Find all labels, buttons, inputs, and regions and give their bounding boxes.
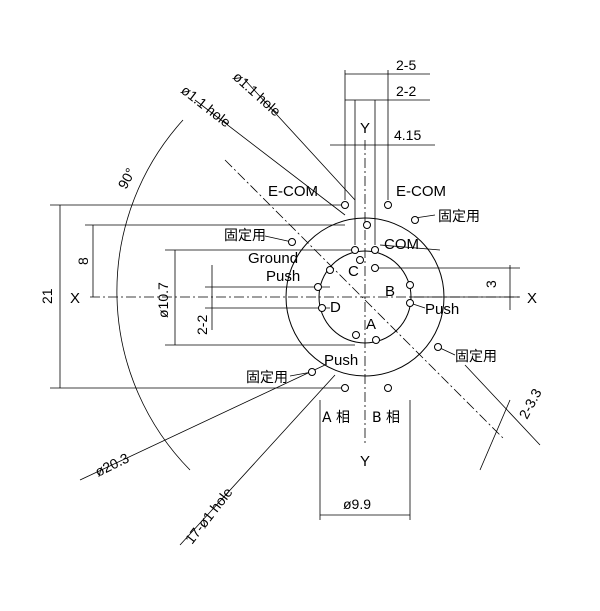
- label-dim-21: 21: [39, 288, 55, 304]
- diagonal-centerline: [224, 159, 506, 441]
- leader-fixed-top-right: [414, 214, 436, 219]
- fixing-hole: [411, 216, 419, 224]
- dim-2-3-3-line: [464, 364, 541, 446]
- label-dim-3: 3: [483, 280, 499, 288]
- label-com: COM: [384, 236, 419, 253]
- pin-hole: [352, 331, 360, 339]
- label-e-com-left: E-COM: [268, 183, 318, 200]
- label-x-left: X: [70, 290, 80, 307]
- pin-hole: [406, 281, 414, 289]
- pin-hole: [318, 304, 326, 312]
- fixing-hole: [308, 368, 316, 376]
- leader-fixed-right: [439, 347, 456, 356]
- label-dim-2-3-3: 2-3.3: [516, 386, 545, 422]
- pin-hole: [314, 283, 322, 291]
- label-hole-a: ø1.1 hole: [178, 82, 234, 131]
- label-hole-b: ø1.1 hole: [230, 68, 284, 119]
- label-y-top: Y: [360, 120, 370, 137]
- label-holes-17: 17-ø1 hole: [182, 484, 236, 547]
- pin-hole: [351, 246, 359, 254]
- dim-2-3-3-leader: [479, 399, 511, 471]
- label-phase-a: A 相: [322, 410, 350, 426]
- pin-hole: [372, 336, 380, 344]
- leader-hole-b: [244, 79, 356, 201]
- label-dim-10-7: ø10.7: [155, 282, 171, 318]
- pin-hole: [356, 256, 364, 264]
- label-dim-2-2-left: 2-2: [194, 315, 210, 335]
- label-push-left: Push: [266, 268, 300, 285]
- pin-hole: [341, 384, 349, 392]
- angle-arc-90: [116, 119, 191, 471]
- label-x-right: X: [527, 290, 537, 307]
- label-dim-9-9: ø9.9: [343, 496, 371, 512]
- label-dim-2-2-top: 2-2: [396, 83, 416, 99]
- pin-hole: [363, 221, 371, 229]
- label-dim-8: 8: [75, 257, 91, 265]
- leader-fixed-left: [264, 235, 293, 243]
- label-push-right: Push: [425, 301, 459, 318]
- leader-dia-20-3: [79, 364, 326, 481]
- label-pin-a: A: [366, 316, 376, 333]
- pin-hole: [406, 299, 414, 307]
- leader-hole-a: [194, 99, 346, 216]
- label-pin-d: D: [330, 299, 341, 316]
- leader-com: [379, 244, 441, 251]
- label-dim-2-5: 2-5: [396, 57, 416, 73]
- label-phase-b: B 相: [372, 410, 400, 426]
- pin-hole: [371, 246, 379, 254]
- label-pin-b: B: [385, 283, 395, 300]
- pin-hole: [384, 201, 392, 209]
- label-fixed-bottom-left: 固定用: [246, 370, 288, 386]
- fixing-hole: [434, 343, 442, 351]
- label-pin-c: C: [348, 263, 359, 280]
- label-fixed-left: 固定用: [224, 228, 266, 244]
- label-dim-20-3: ø20.3: [92, 450, 131, 480]
- label-push-bottom: Push: [324, 352, 358, 369]
- label-ground: Ground: [248, 250, 298, 267]
- label-angle-90: 90°: [115, 165, 139, 191]
- label-y-bottom: Y: [360, 453, 370, 470]
- pin-holes: [288, 201, 442, 392]
- fixing-hole: [288, 238, 296, 246]
- pin-hole: [341, 201, 349, 209]
- pin-hole: [326, 266, 334, 274]
- label-fixed-right: 固定用: [455, 349, 497, 365]
- label-dim-4-15: 4.15: [394, 127, 421, 143]
- label-fixed-top-right: 固定用: [438, 209, 480, 225]
- label-e-com-right: E-COM: [396, 183, 446, 200]
- pin-hole: [371, 264, 379, 272]
- pin-hole: [384, 384, 392, 392]
- leader-17-holes: [179, 374, 336, 546]
